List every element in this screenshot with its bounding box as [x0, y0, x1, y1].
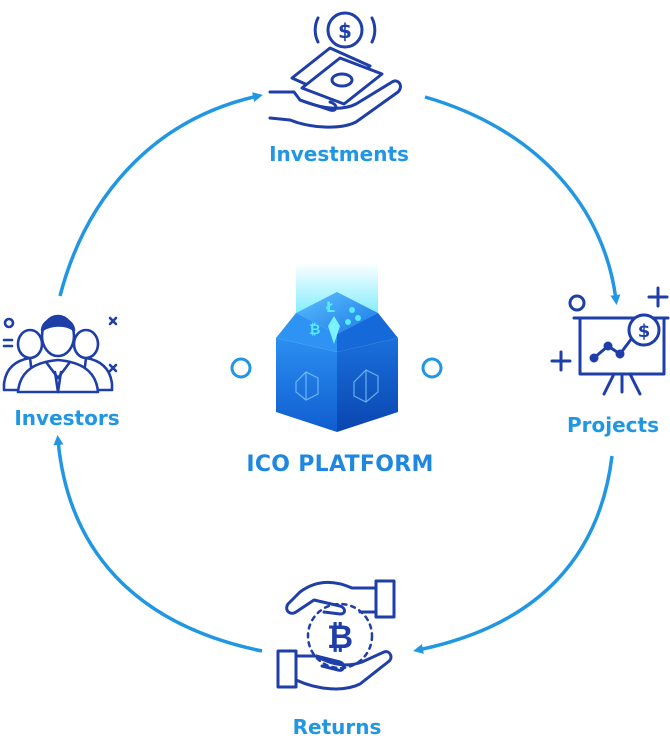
money-hand-icon: $	[268, 11, 402, 129]
svg-text:₿: ₿	[309, 322, 320, 338]
crypto-cube-icon: Ł ₿	[276, 262, 398, 432]
svg-text:Ł: Ł	[325, 300, 335, 316]
arrow-investors-to-investments	[58, 92, 263, 297]
node-label-projects: Projects	[566, 413, 659, 437]
arrow-investments-to-projects	[424, 95, 621, 305]
node-label-investments: Investments	[269, 142, 409, 166]
arrow-returns-to-investors	[53, 435, 263, 653]
node-label-returns: Returns	[292, 715, 382, 739]
center-label: ICO PLATFORM	[246, 452, 434, 477]
svg-text:₿: ₿	[327, 618, 353, 656]
svg-text:$: $	[338, 19, 352, 43]
arrow-projects-to-returns	[413, 455, 614, 654]
bitcoin-exchange-hands-icon: ₿	[276, 579, 396, 691]
connector-right	[421, 357, 546, 379]
investor-group-icon	[2, 314, 118, 394]
presentation-board-icon: $	[550, 286, 670, 396]
svg-text:$: $	[638, 321, 651, 342]
node-label-investors: Investors	[14, 406, 120, 430]
connector-left	[128, 357, 252, 379]
